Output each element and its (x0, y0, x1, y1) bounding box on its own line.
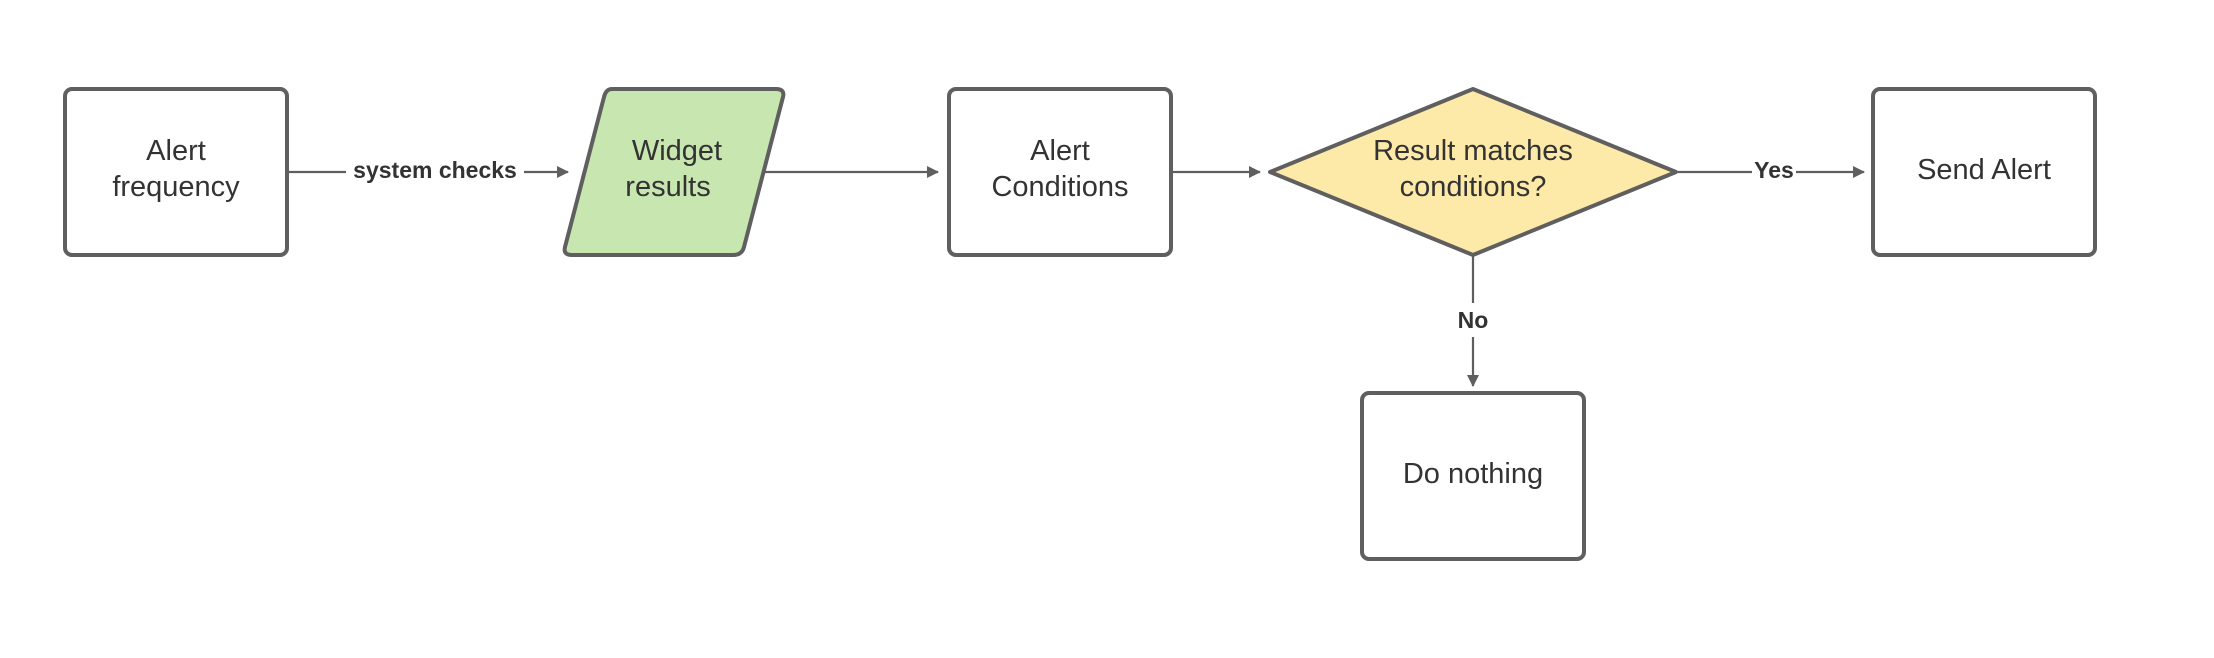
node-alert-frequency-line2: frequency (112, 171, 240, 203)
node-widget-results: Widget results (562, 87, 786, 257)
node-decision-line2: conditions? (1400, 171, 1547, 203)
connector-decision-yes: Yes (1678, 154, 1865, 188)
node-send-alert-label: Send Alert (1917, 154, 2051, 186)
node-alert-conditions-line1: Alert (1030, 135, 1090, 167)
edge-label-yes: Yes (1754, 157, 1794, 183)
node-alert-conditions-line2: Conditions (991, 171, 1128, 203)
edge-label-system-checks: system checks (353, 157, 517, 183)
node-alert-frequency: Alert frequency (63, 87, 289, 257)
node-do-nothing: Do nothing (1360, 391, 1586, 561)
node-send-alert: Send Alert (1871, 87, 2097, 257)
node-alert-conditions: Alert Conditions (947, 87, 1173, 257)
connector-decision-no: No (1452, 255, 1494, 387)
edge-label-no: No (1458, 307, 1489, 333)
node-alert-frequency-line1: Alert (146, 135, 206, 167)
node-do-nothing-label: Do nothing (1403, 458, 1543, 490)
node-decision-result-matches: Result matches conditions? (1268, 87, 1678, 257)
connector-frequency-to-widget: system checks (288, 154, 569, 188)
node-widget-results-line1: Widget (632, 135, 722, 167)
node-widget-results-line2: results (625, 171, 710, 203)
node-decision-line1: Result matches (1373, 135, 1573, 167)
